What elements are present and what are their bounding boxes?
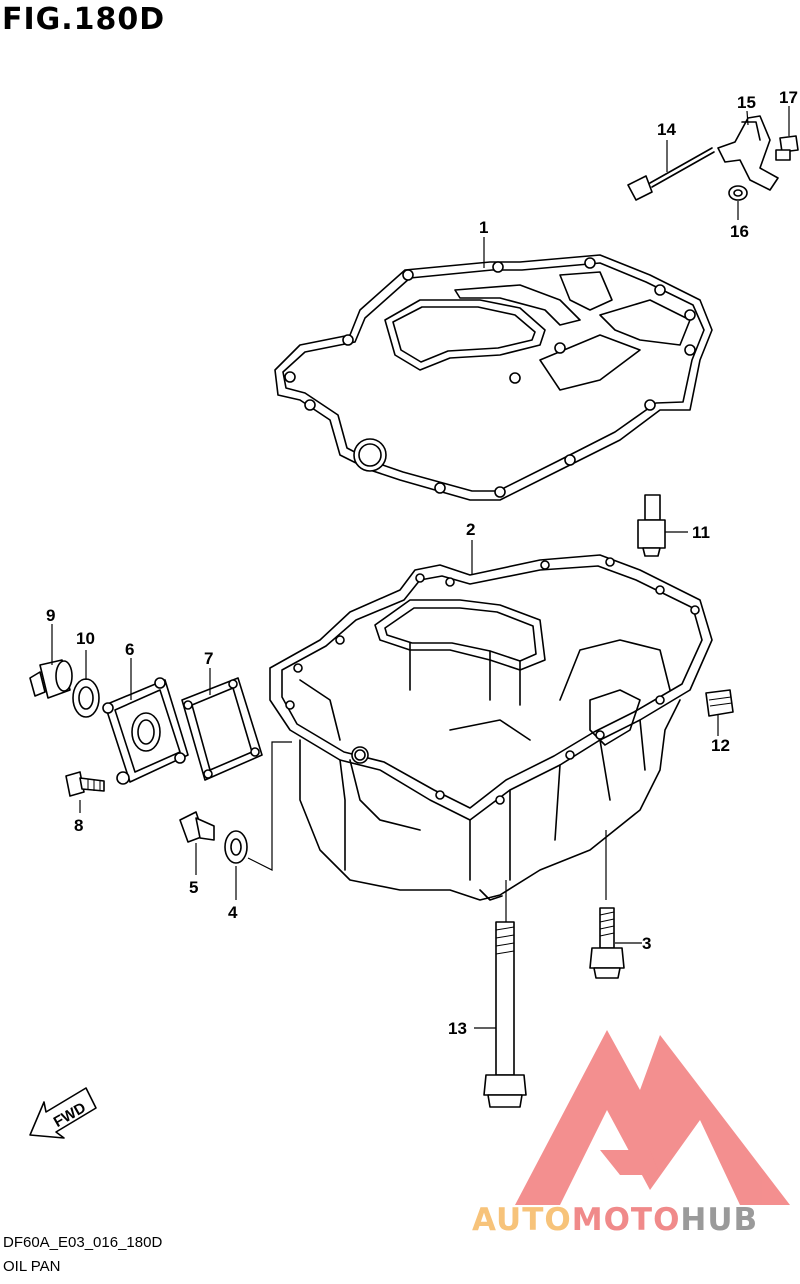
part-9 — [29, 659, 73, 699]
callout-13: 13 — [448, 1019, 467, 1038]
figure-code: DF60A_E03_016_180D — [3, 1234, 163, 1251]
part-oil-pan — [269, 554, 713, 901]
callout-7: 7 — [204, 649, 213, 668]
part-5 — [179, 811, 215, 843]
callout-4: 4 — [228, 903, 238, 922]
callout-2: 2 — [466, 520, 475, 539]
watermark-logo — [515, 1030, 790, 1205]
callout-6: 6 — [125, 640, 134, 659]
callout-15: 15 — [737, 93, 756, 112]
callout-5: 5 — [189, 878, 198, 897]
watermark-text-hub: HUB — [680, 1202, 758, 1238]
svg-text:AUTOMOTOHUB: AUTOMOTOHUB — [472, 1202, 758, 1238]
callout-1: 1 — [479, 218, 488, 237]
part-6 — [102, 677, 189, 785]
part-10 — [72, 678, 100, 718]
part-17-bolt — [775, 135, 799, 161]
leader-lines — [51, 106, 790, 1029]
part-bolt-13 — [483, 921, 527, 1108]
figure-title: FIG.180D — [2, 2, 166, 37]
part-12 — [705, 689, 734, 717]
callout-9: 9 — [46, 606, 55, 625]
fwd-arrow-icon: FWD — [29, 1087, 97, 1139]
watermark-text: AUTOMOTOHUB — [472, 1202, 758, 1238]
figure-name: OIL PAN — [3, 1258, 61, 1275]
callout-10: 10 — [76, 629, 95, 648]
callout-17: 17 — [779, 88, 798, 107]
part-16-washer — [728, 185, 748, 201]
part-bolt-3 — [589, 907, 625, 979]
callout-14: 14 — [657, 120, 676, 139]
part-gasket — [274, 254, 713, 501]
callout-labels: 1 2 3 4 5 6 7 8 9 10 11 12 13 14 15 16 1… — [46, 88, 798, 1038]
callout-16: 16 — [730, 222, 749, 241]
callout-8: 8 — [74, 816, 83, 835]
watermark-triangle-icon — [515, 1030, 790, 1205]
watermark-text-moto: MOTO — [572, 1202, 681, 1238]
part-8 — [65, 771, 105, 797]
part-4 — [224, 830, 248, 864]
watermark-text-auto: AUTO — [472, 1202, 572, 1238]
part-11 — [637, 494, 666, 557]
callout-11: 11 — [692, 523, 710, 542]
part-7 — [181, 677, 263, 781]
callout-3: 3 — [642, 934, 651, 953]
part-14-dipstick — [627, 147, 715, 201]
part-15-guide — [717, 115, 779, 191]
callout-12: 12 — [711, 736, 730, 755]
